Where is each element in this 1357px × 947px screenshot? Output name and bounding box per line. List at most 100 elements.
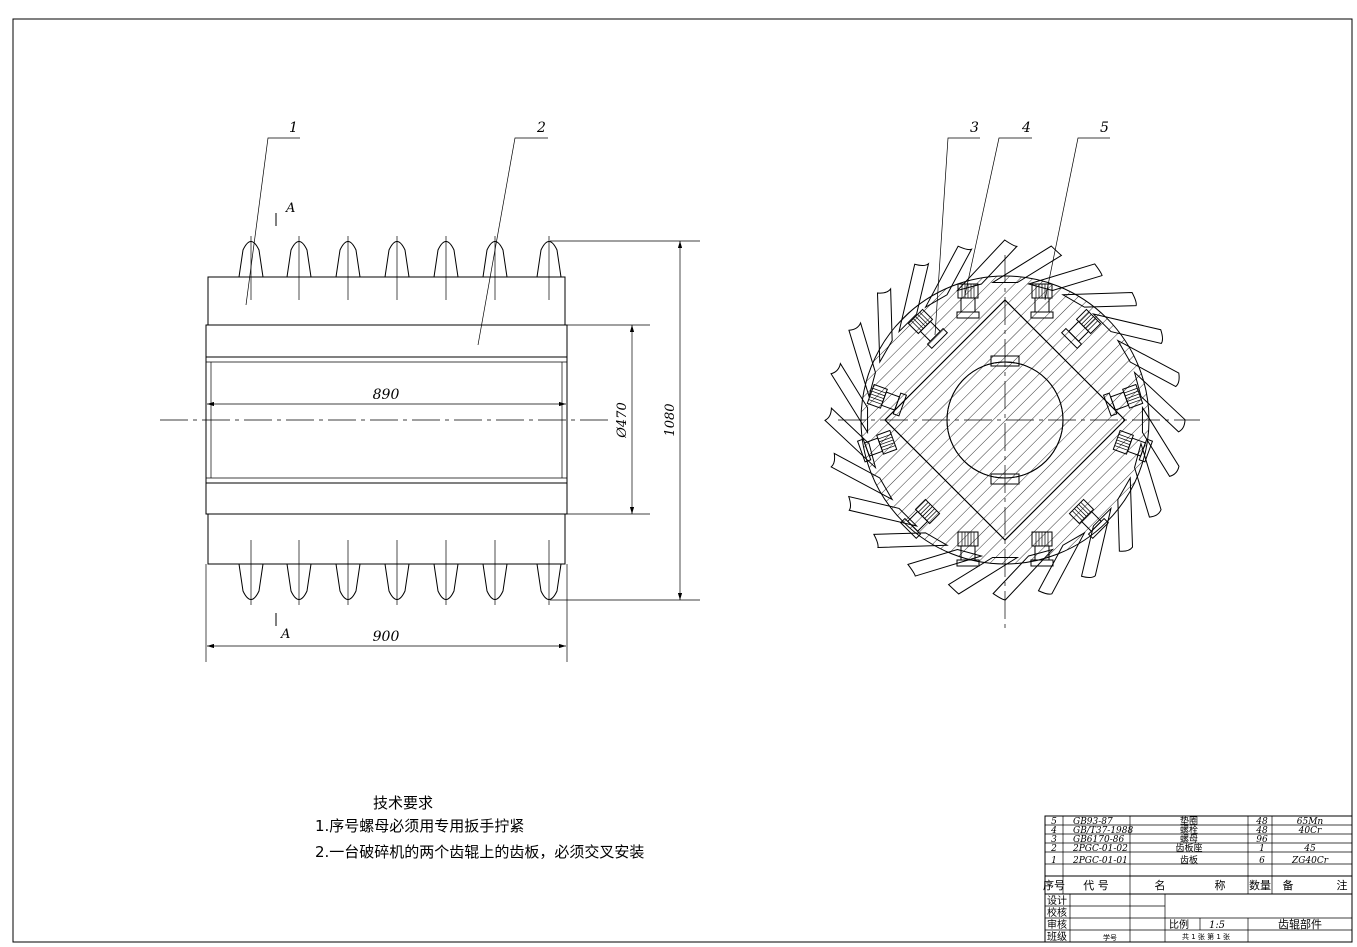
section-mark-top: A (285, 201, 295, 216)
bom-row-remark: 65Mn (1297, 817, 1324, 827)
side-tooth (1091, 313, 1163, 345)
tech-req-item-2: 2.一台破碎机的两个齿辊上的齿板，必须交叉安装 (315, 843, 645, 861)
bom-row-no: 2 (1050, 844, 1057, 854)
tb-student-no: 学号 (1103, 933, 1117, 942)
callout-4: 4 (1021, 120, 1031, 136)
bom-row-remark: ZG40Cr (1291, 856, 1329, 866)
bom-row-no: 3 (1051, 835, 1057, 845)
bom-header-remark: 备 (1283, 878, 1294, 892)
side-tooth (876, 287, 893, 364)
bom-row-remark: 45 (1303, 844, 1316, 854)
side-tooth (873, 532, 949, 549)
tb-design: 设计 (1047, 894, 1067, 907)
tb-check: 校核 (1047, 906, 1067, 919)
bom-row-code: 2PGC-01-02 (1072, 844, 1128, 854)
bolt-assembly (1068, 498, 1110, 540)
side-tooth (1117, 476, 1134, 552)
parts-list: 5 GB93-87 垫圈 48 65Mn 4 GB/T37-1988 螺栓 48 40Cr 3 GB6… (1043, 815, 1353, 943)
tooth-seat-bottom (205, 482, 568, 515)
bolt-assembly (956, 283, 980, 319)
bom-row-name: 螺栓 (1180, 824, 1198, 836)
bom-row-qty: 48 (1255, 826, 1268, 836)
bom-header-code: 代 号 (1083, 879, 1109, 892)
bolt-assembly (1060, 308, 1102, 350)
tooth-plate-bottom (207, 513, 566, 565)
tb-scale: 1:5 (1209, 920, 1225, 931)
side-tooth (955, 239, 1018, 292)
bolt-assembly (1102, 383, 1144, 417)
bom-row-qty: 6 (1259, 856, 1265, 866)
leader-2 (477, 137, 548, 346)
side-tooth (990, 245, 1063, 284)
bolt-assembly (856, 429, 898, 463)
side-tooth (1141, 405, 1180, 477)
side-tooth (1134, 441, 1162, 518)
section-mark-bottom: A (280, 627, 290, 642)
bom-row-remark: 40Cr (1298, 826, 1322, 836)
tech-req-item-1: 1.序号螺母必须用专用扳手拧紧 (315, 817, 525, 835)
bolt-assembly (1030, 283, 1054, 319)
side-tooth (830, 452, 894, 501)
bom-row-name: 齿板 (1180, 854, 1198, 866)
callout-1: 1 (289, 120, 298, 136)
bom-header-no: 序号 (1043, 878, 1065, 892)
bolt-assembly (1112, 429, 1154, 463)
side-tooth (924, 245, 973, 309)
tb-review: 审核 (1047, 918, 1067, 931)
callout-2: 2 (536, 120, 546, 136)
bolt-assembly (1030, 531, 1054, 567)
side-tooth (848, 321, 876, 399)
bom-row-name: 螺母 (1180, 834, 1198, 845)
leader-3 (934, 137, 980, 336)
side-tooth (1080, 506, 1112, 578)
side-tooth (1061, 291, 1137, 308)
bolt-assembly (866, 383, 908, 417)
callout-5: 5 (1100, 120, 1109, 136)
bom-row-code: 2PGC-01-01 (1072, 856, 1128, 866)
tb-scale-label: 比例 (1169, 918, 1189, 931)
bom-row-code: GB93-87 (1073, 817, 1113, 827)
side-tooth (1116, 339, 1180, 388)
side-tooth (898, 262, 930, 334)
bom-row-no: 4 (1050, 826, 1057, 836)
front-view: 890 900 Ø470 1080 A A 1 2 (160, 120, 700, 662)
tech-req-heading: 技术要求 (373, 794, 434, 812)
bom-row-qty: 1 (1259, 844, 1265, 854)
bom-header-name: 名 (1155, 878, 1166, 892)
technical-requirements: 技术要求 1.序号螺母必须用专用扳手拧紧 2.一台破碎机的两个齿辊上的齿板，必须… (315, 793, 644, 865)
bom-header-qty: 数量 (1249, 879, 1271, 892)
bom-row-code: GB/T37-1988 (1073, 826, 1134, 836)
bom-row-code: GB6170-86 (1073, 835, 1124, 845)
dim-text-900: 900 (373, 629, 400, 645)
leader-1 (245, 137, 300, 306)
dim-text-890: 890 (373, 387, 400, 403)
side-tooth (847, 495, 919, 527)
dim-text-470: Ø470 (615, 402, 630, 438)
side-tooth (907, 549, 984, 577)
leader-4 (964, 137, 1032, 296)
bom-header-name2: 称 (1215, 878, 1226, 892)
dim-text-1080: 1080 (663, 403, 678, 436)
bom-row-no: 5 (1051, 817, 1057, 827)
callout-3: 3 (970, 120, 979, 136)
tooth-plate-top (207, 276, 566, 326)
bom-header-remark2: 注 (1337, 878, 1348, 892)
leader-5 (1044, 137, 1110, 301)
side-tooth (824, 407, 877, 470)
side-tooth (830, 362, 869, 435)
bom-row-qty: 48 (1255, 817, 1268, 827)
side-tooth (1037, 531, 1086, 595)
bom-row-name: 齿板座 (1175, 842, 1202, 854)
sheet-border (12, 18, 1353, 943)
tooth-seat-top (205, 324, 568, 358)
bolt-assembly (956, 531, 980, 567)
bom-row-no: 1 (1051, 856, 1057, 866)
side-tooth (1026, 263, 1103, 291)
bolt-assembly (899, 498, 941, 540)
tb-class: 班级 (1047, 931, 1067, 943)
bom-row-name: 垫圈 (1180, 815, 1198, 827)
side-view: 3 4 5 (824, 120, 1200, 630)
bom-row-qty: 96 (1256, 835, 1268, 845)
